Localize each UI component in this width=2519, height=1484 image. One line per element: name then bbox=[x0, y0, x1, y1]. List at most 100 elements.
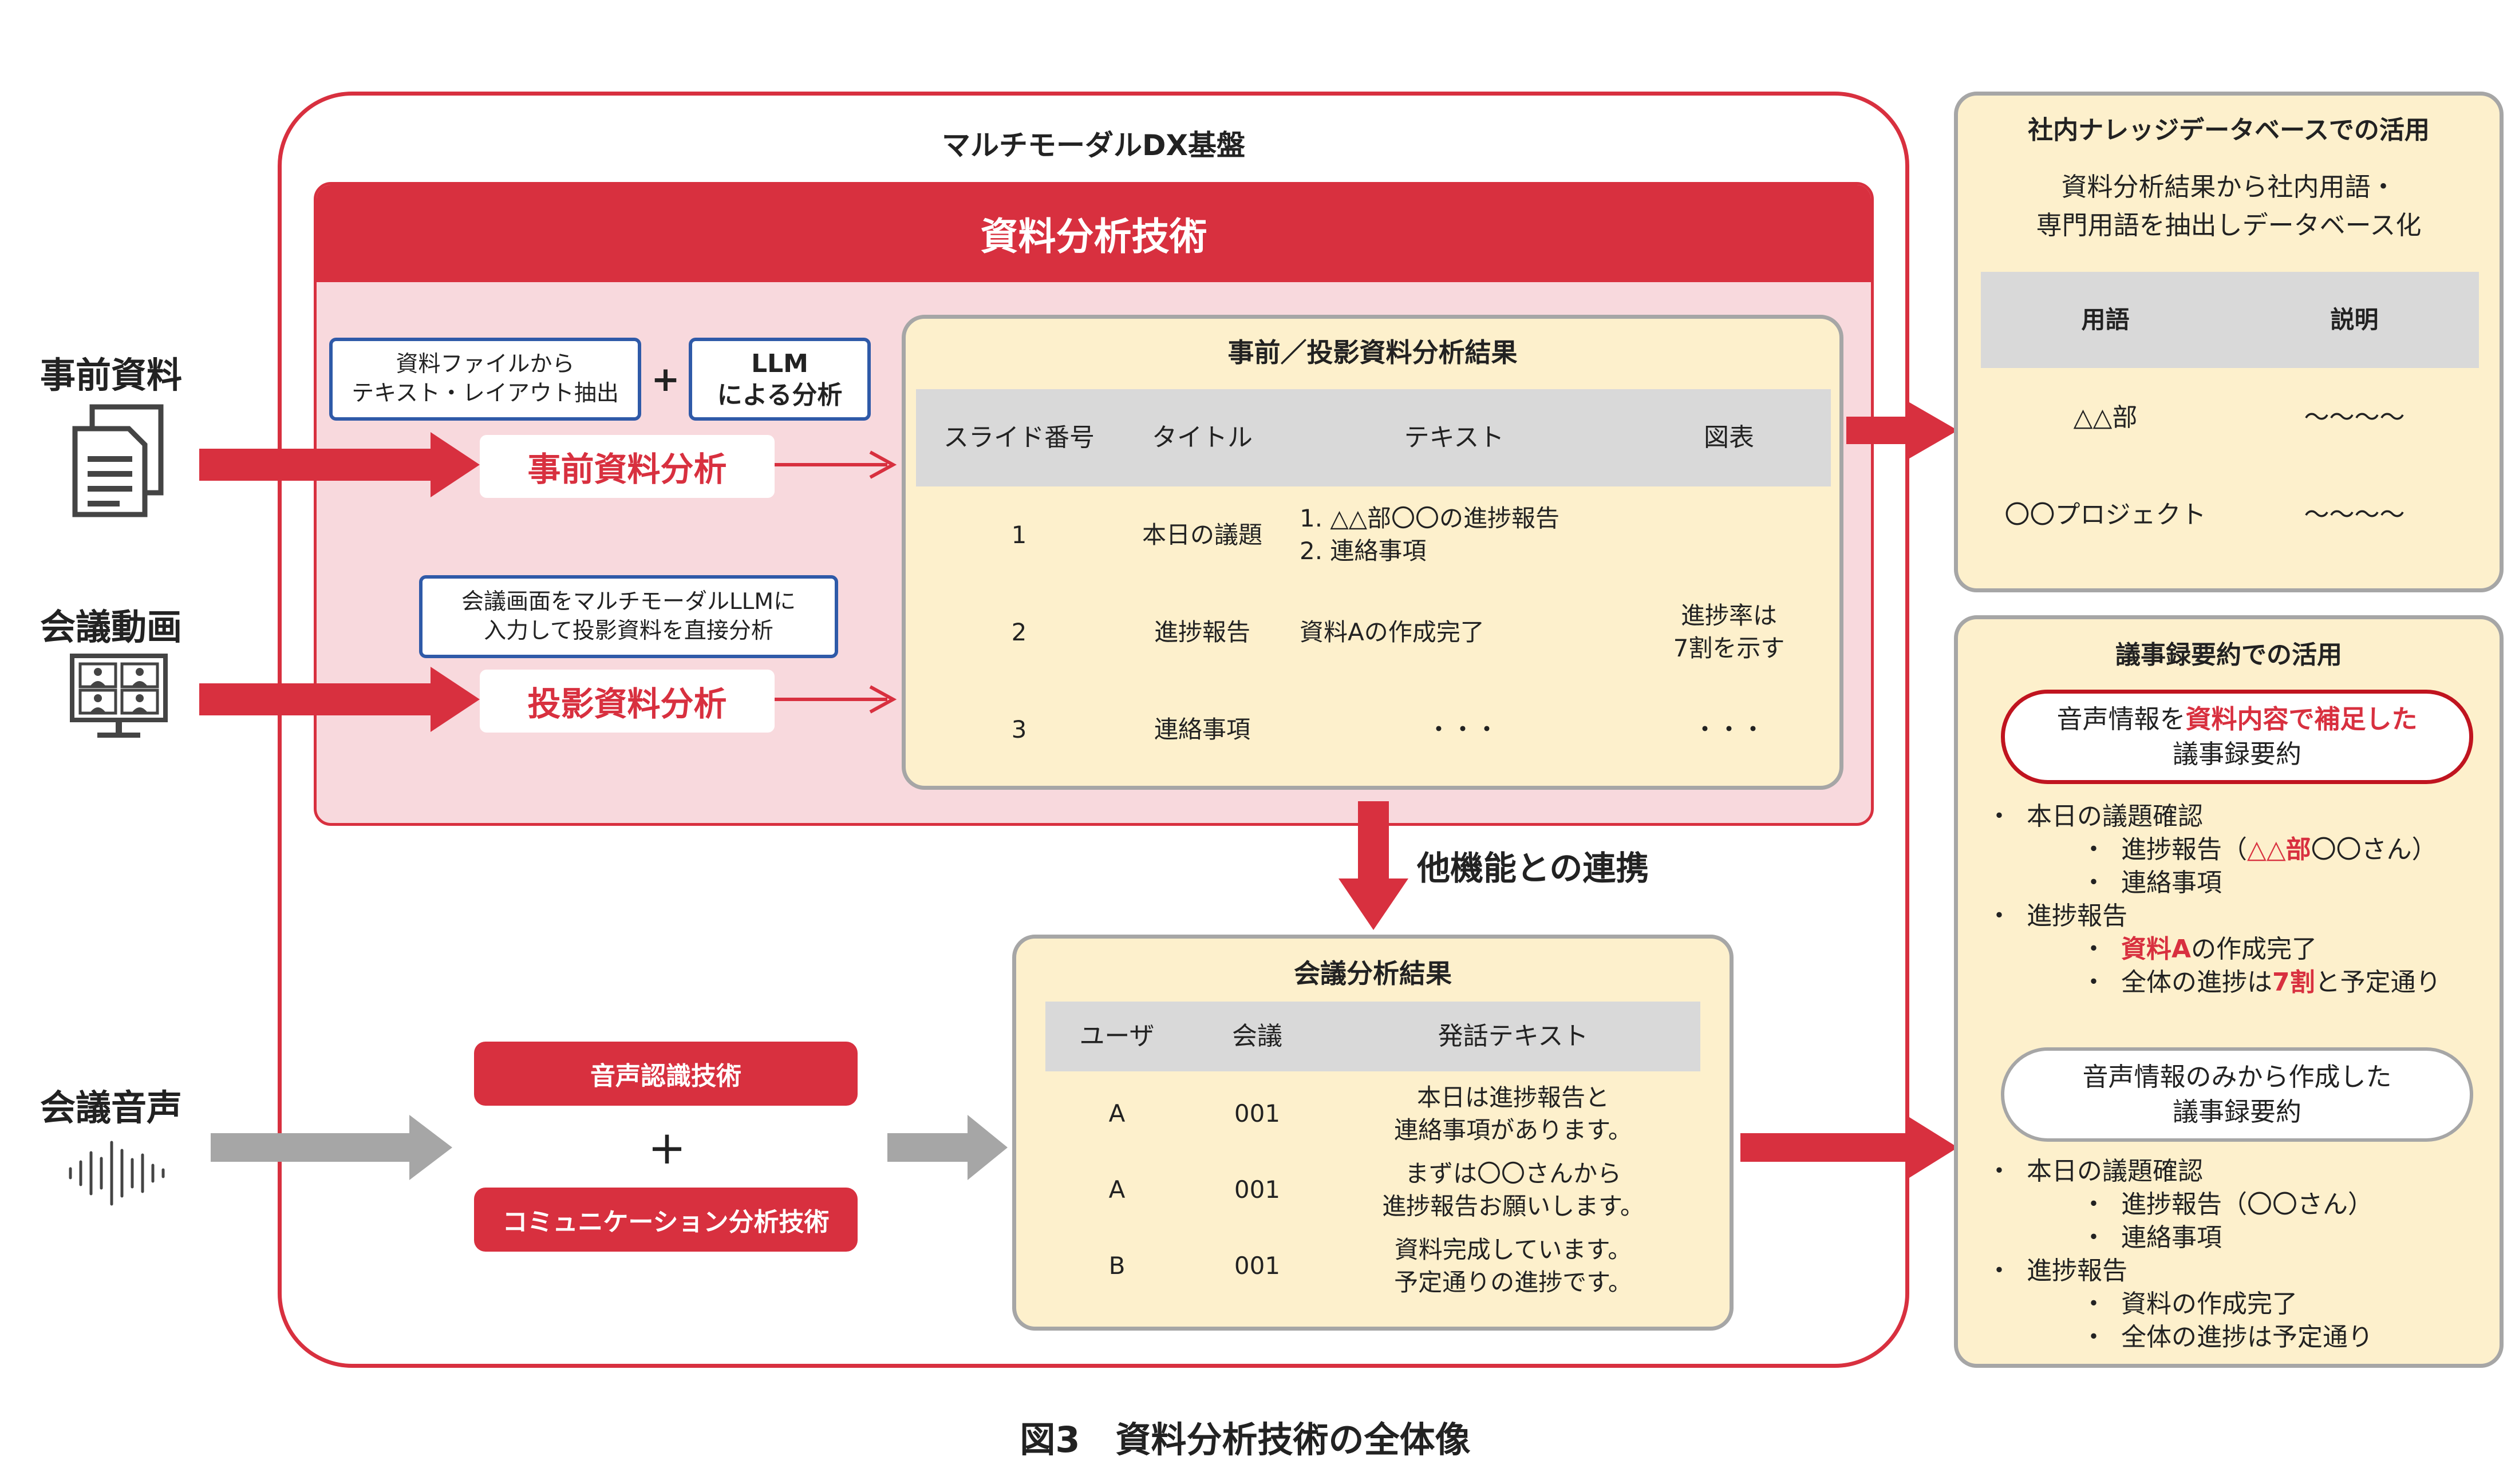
list-text: △△部 bbox=[2247, 835, 2311, 864]
knowledge-cell: 〇〇プロジェクト bbox=[2004, 500, 2206, 530]
result-header-cell: タイトル bbox=[1152, 423, 1253, 453]
meeting-cell: 資料完成しています。 予定通りの進捗です。 bbox=[1394, 1235, 1632, 1296]
input-label-advance: 事前資料 bbox=[40, 354, 183, 396]
supp-title-highlight: 資料内容で補足した bbox=[2185, 703, 2418, 734]
bullet: ・ bbox=[2081, 1323, 2106, 1352]
minutes-title: 議事録要約での活用 bbox=[2115, 640, 2342, 670]
list-text: 連絡事項 bbox=[2121, 1223, 2222, 1252]
supp-title-part1: 音声情報を bbox=[2056, 703, 2186, 734]
bullet: ・ bbox=[1987, 1256, 2012, 1285]
knowledge-desc: 資料分析結果から社内用語・ 専門用語を抽出しデータベース化 bbox=[2036, 171, 2422, 241]
list-text: 進捗報告 bbox=[2027, 901, 2127, 931]
list-text: 〇〇さん） bbox=[2311, 835, 2437, 864]
result-cell: 1. △△部〇〇の進捗報告 2. 連絡事項 bbox=[1300, 504, 1560, 565]
speech-tech-box: 音声認識技術 bbox=[474, 1042, 858, 1106]
list-text: 本日の議題確認 bbox=[2027, 1157, 2203, 1186]
summary-list-item: ・本日の議題確認 bbox=[1987, 1150, 2203, 1187]
list-text: 資料A bbox=[2121, 935, 2192, 964]
figure-caption: 図3 資料分析技術の全体像 bbox=[1020, 1419, 1471, 1461]
bullet: ・ bbox=[2081, 1190, 2106, 1219]
knowledge-header-cell: 用語 bbox=[2081, 305, 2130, 334]
result-cell: 連絡事項 bbox=[1154, 715, 1250, 743]
input-label-video: 会議動画 bbox=[40, 606, 183, 648]
result-cell: ・・・ bbox=[1426, 715, 1499, 743]
projection-analysis-label: 投影資料分析 bbox=[480, 670, 775, 733]
list-text: 本日の議題確認 bbox=[2027, 802, 2203, 831]
summary-list-item: ・資料Aの作成完了 bbox=[2081, 928, 2317, 965]
result-cell: 資料Aの作成完了 bbox=[1300, 618, 1484, 646]
result-cell: 進捗報告 bbox=[1154, 618, 1250, 646]
bullet: ・ bbox=[2081, 1289, 2106, 1319]
meeting-cell: B bbox=[1108, 1252, 1126, 1280]
summary-list-item: ・進捗報告 bbox=[1987, 895, 2127, 932]
knowledge-cell: △△部 bbox=[2073, 403, 2138, 433]
result-cell: 本日の議題 bbox=[1142, 520, 1262, 549]
bullet: ・ bbox=[2081, 935, 2106, 964]
summary-list-item: ・進捗報告（△△部〇〇さん） bbox=[2081, 829, 2437, 865]
advance-analysis-label: 事前資料分析 bbox=[480, 435, 775, 498]
result-header-cell: 図表 bbox=[1704, 423, 1754, 453]
meeting-header-cell: 発話テキスト bbox=[1438, 1022, 1589, 1051]
meeting-header-cell: 会議 bbox=[1232, 1022, 1282, 1051]
summary-list-item: ・本日の議題確認 bbox=[1987, 796, 2203, 832]
list-text: 資料の作成完了 bbox=[2121, 1289, 2297, 1319]
result-panel-title: 事前／投影資料分析結果 bbox=[1227, 337, 1518, 368]
multimodal-box: 会議画面をマルチモーダルLLMに 入力して投影資料を直接分析 bbox=[419, 575, 838, 658]
bullet: ・ bbox=[1987, 901, 2012, 931]
knowledge-table-header-bg bbox=[1981, 272, 2479, 368]
summary-list-item: ・進捗報告（〇〇さん） bbox=[2081, 1184, 2373, 1220]
summary-list-item: ・全体の進捗は7割と予定通り bbox=[2081, 961, 2441, 998]
summary-list-item: ・連絡事項 bbox=[2081, 862, 2222, 899]
result-table-header-bg bbox=[916, 389, 1831, 486]
link-label: 他機能との連携 bbox=[1417, 849, 1649, 888]
knowledge-title: 社内ナレッジデータベースでの活用 bbox=[2028, 116, 2430, 145]
comm-tech-box: コミュニケーション分析技術 bbox=[474, 1188, 858, 1252]
knowledge-cell: ～～～～ bbox=[2304, 403, 2405, 433]
meeting-panel-title: 会議分析結果 bbox=[1294, 957, 1452, 989]
meeting-header-cell: ユーザ bbox=[1079, 1022, 1155, 1051]
list-text: と予定通り bbox=[2315, 968, 2441, 997]
tech-header: 資料分析技術 bbox=[317, 185, 1871, 282]
meeting-panel bbox=[1012, 935, 1734, 1331]
bullet: ・ bbox=[2081, 1223, 2106, 1252]
meeting-cell: A bbox=[1108, 1099, 1126, 1128]
summary-list-item: ・資料の作成完了 bbox=[2081, 1283, 2297, 1320]
text-extract-box: 資料ファイルから テキスト・レイアウト抽出 bbox=[329, 338, 641, 421]
knowledge-header-cell: 説明 bbox=[2330, 305, 2379, 334]
llm-box: LLM による分析 bbox=[689, 338, 871, 421]
result-cell: 1 bbox=[1011, 520, 1027, 549]
result-cell: 3 bbox=[1011, 715, 1027, 743]
result-cell: ・・・ bbox=[1692, 715, 1765, 743]
result-cell: 2 bbox=[1011, 618, 1027, 646]
supp-title-part3: 議事録要約 bbox=[2172, 738, 2301, 769]
plus-small: + bbox=[651, 359, 680, 399]
summary-list-item: ・全体の進捗は予定通り bbox=[2081, 1316, 2373, 1353]
meeting-cell: A bbox=[1108, 1176, 1126, 1204]
result-header-cell: スライド番号 bbox=[943, 423, 1095, 453]
audio-only-summary-title: 音声情報のみから作成した 議事録要約 bbox=[2001, 1047, 2473, 1142]
list-text: の作成完了 bbox=[2191, 935, 2317, 964]
summary-list-item: ・進捗報告 bbox=[1987, 1250, 2127, 1287]
meeting-cell: まずは〇〇さんから 進捗報告お願いします。 bbox=[1382, 1159, 1644, 1220]
meeting-cell: 001 bbox=[1234, 1099, 1281, 1128]
list-text: 進捗報告 bbox=[2027, 1256, 2127, 1285]
bullet: ・ bbox=[2081, 968, 2106, 997]
list-text: 7割 bbox=[2272, 968, 2315, 997]
platform-title: マルチモーダルDX基盤 bbox=[941, 129, 1246, 162]
audio-waveform-icon bbox=[69, 1141, 165, 1206]
list-text: 全体の進捗は bbox=[2121, 968, 2272, 997]
list-text: 全体の進捗は予定通り bbox=[2121, 1323, 2373, 1352]
document-icon bbox=[72, 404, 164, 517]
result-header-cell: テキスト bbox=[1404, 423, 1505, 453]
bullet: ・ bbox=[1987, 802, 2012, 831]
bullet: ・ bbox=[2081, 868, 2106, 897]
knowledge-cell: ～～～～ bbox=[2304, 500, 2405, 530]
list-text: 進捗報告（〇〇さん） bbox=[2121, 1190, 2373, 1219]
meeting-cell: 001 bbox=[1234, 1252, 1281, 1280]
meeting-cell: 本日は進捗報告と 連絡事項があります。 bbox=[1394, 1083, 1632, 1144]
meeting-table-header-bg bbox=[1045, 1002, 1700, 1071]
meeting-cell: 001 bbox=[1234, 1176, 1281, 1204]
bullet: ・ bbox=[2081, 835, 2106, 864]
list-text: 連絡事項 bbox=[2121, 868, 2222, 897]
summary-list-item: ・連絡事項 bbox=[2081, 1217, 2222, 1253]
